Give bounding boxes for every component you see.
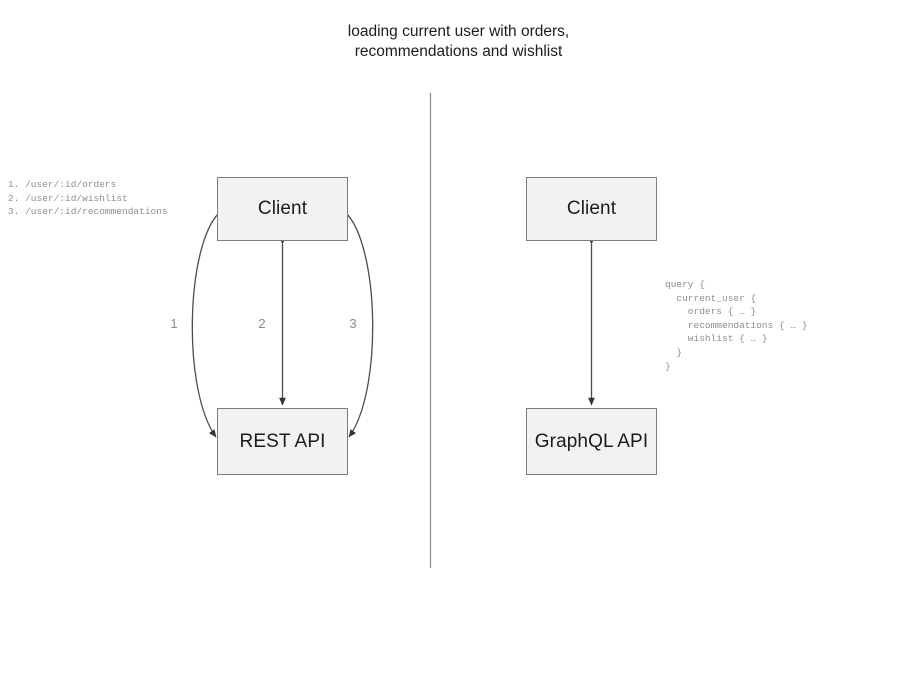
edge-rest-1	[191, 205, 227, 438]
node-client-graphql-label: Client	[566, 198, 617, 219]
edge-label-3: 3	[349, 316, 357, 331]
node-client-graphql[interactable]: Client	[526, 177, 657, 241]
node-graphql-api[interactable]: GraphQL API	[526, 408, 657, 475]
graphql-query-block: query { current_user { orders { … } reco…	[665, 279, 808, 372]
node-graphql-api-label: GraphQL API	[534, 430, 649, 452]
page-title: loading current user with orders, recomm…	[347, 23, 570, 60]
edge-label-1: 1	[170, 316, 178, 331]
node-client-rest[interactable]: Client	[217, 177, 348, 241]
rest-endpoints-list: 1. /user/:id/orders 2. /user/:id/wishlis…	[8, 179, 168, 218]
node-rest-api[interactable]: REST API	[217, 408, 348, 475]
node-client-rest-label: Client	[257, 198, 308, 219]
edge-label-2: 2	[258, 316, 266, 331]
node-rest-api-label: REST API	[239, 430, 326, 452]
